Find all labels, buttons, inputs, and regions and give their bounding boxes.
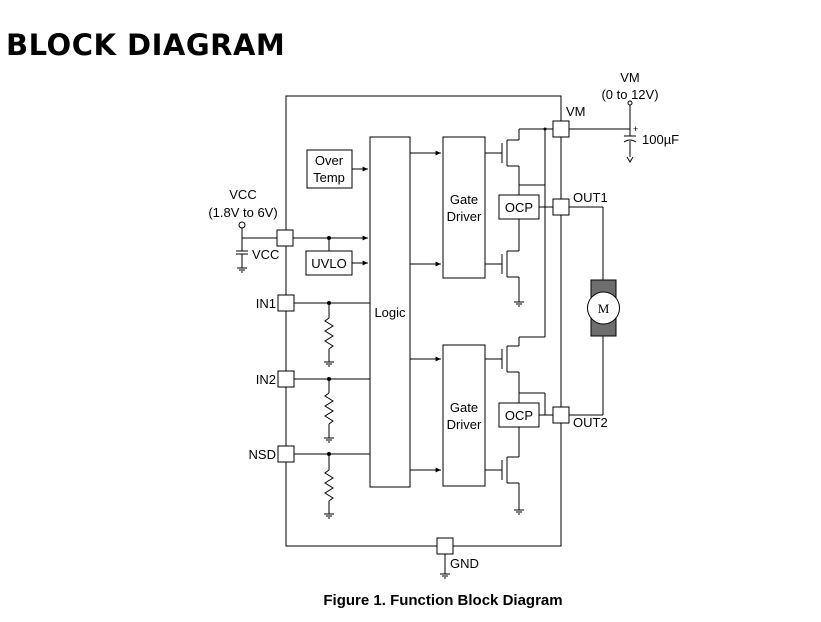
motor-symbol: M (587, 279, 620, 337)
gate-driver-top (442, 136, 486, 279)
pin-out1-label: OUT1 (573, 190, 608, 205)
gate-driver-top-label-1: Gate (450, 192, 478, 207)
pin-in1 (277, 294, 295, 312)
over-temp-label-1: Over (315, 153, 344, 168)
ic-outline (285, 95, 562, 547)
gate-driver-top-label-2: Driver (447, 209, 482, 224)
vcc-supply-label: VCC (229, 187, 256, 202)
pin-vm (552, 120, 570, 138)
pin-out1 (552, 198, 570, 216)
vcc-range-label: (1.8V to 6V) (208, 205, 277, 220)
figure-caption: Figure 1. Function Block Diagram (323, 592, 562, 609)
logic-label: Logic (374, 305, 406, 320)
pin-nsd-label: NSD (249, 447, 276, 462)
ocp-top-label: OCP (505, 200, 533, 215)
page-heading: BLOCK DIAGRAM (6, 28, 286, 62)
pin-in2 (277, 370, 295, 388)
capacitor-value-label: 100µF (642, 132, 679, 147)
uvlo-label: UVLO (311, 256, 346, 271)
pin-out2-label: OUT2 (573, 415, 608, 430)
pin-nsd (277, 445, 295, 463)
gate-driver-bottom-label-2: Driver (447, 417, 482, 432)
pin-gnd-label: GND (450, 556, 479, 571)
capacitor-polarity-label: + (633, 124, 638, 134)
vm-range-label: (0 to 12V) (601, 87, 658, 102)
pin-vcc (276, 229, 294, 247)
pin-in2-label: IN2 (256, 372, 276, 387)
gate-driver-bottom (442, 344, 486, 487)
ocp-bottom-label: OCP (505, 408, 533, 423)
pin-out2 (552, 406, 570, 424)
gate-driver-bottom-label-1: Gate (450, 400, 478, 415)
over-temp-label-2: Temp (313, 170, 345, 185)
logic-block (369, 136, 411, 488)
motor-label: M (598, 301, 610, 316)
wiring (236, 100, 637, 574)
pin-gnd (436, 537, 454, 555)
pin-vm-label: VM (566, 104, 586, 119)
pin-in1-label: IN1 (256, 296, 276, 311)
vm-supply-label: VM (620, 70, 640, 85)
pin-vcc-label: VCC (252, 247, 279, 262)
